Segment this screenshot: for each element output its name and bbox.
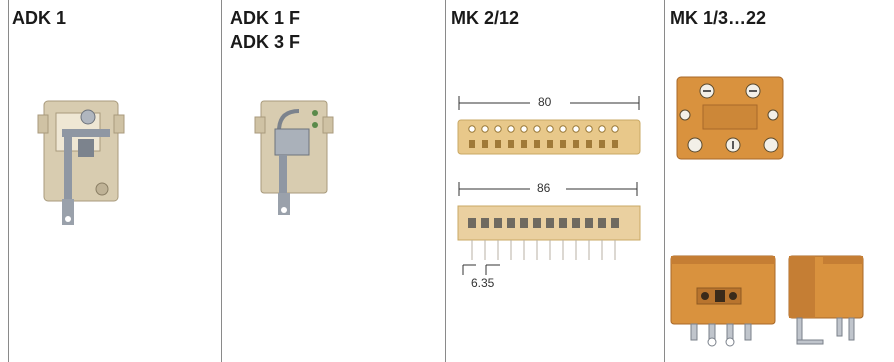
dimension-label-80: 80 — [538, 95, 552, 109]
mk-1-3-22-front-view-image — [670, 255, 776, 347]
column-mk-1-3-22: MK 1/3…22 — [665, 0, 894, 362]
column-mk-2-12: MK 2/12 80 86 — [446, 0, 664, 362]
column-adk-1: ADK 1 — [8, 0, 221, 362]
dimension-label-86: 86 — [537, 181, 551, 195]
column-divider — [221, 0, 222, 362]
adk-1-terminal-image — [37, 100, 125, 225]
adk-1f-terminal-image — [254, 100, 334, 215]
dimension-line-pitch — [462, 264, 500, 275]
column-title-line-2: ADK 3 F — [230, 32, 301, 52]
column-title: ADK 1 — [12, 8, 67, 28]
column-divider — [8, 0, 9, 362]
mk-2-12-strip-top-image — [457, 119, 641, 155]
column-title: MK 1/3…22 — [670, 8, 767, 28]
mk-2-12-strip-bottom-image — [457, 205, 641, 260]
mk-1-3-22-side-view-image — [788, 255, 864, 345]
dimension-label-pitch: 6.35 — [471, 276, 495, 290]
dimension-line-86 — [458, 182, 638, 196]
column-title: MK 2/12 — [451, 8, 520, 28]
column-divider — [445, 0, 446, 362]
column-adk-1f-3f: ADK 1 F ADK 3 F — [222, 0, 445, 362]
dimension-line-80 — [458, 96, 640, 110]
mk-1-3-22-top-view-image — [676, 76, 784, 160]
column-divider — [664, 0, 665, 362]
column-title-line-1: ADK 1 F — [230, 8, 301, 28]
